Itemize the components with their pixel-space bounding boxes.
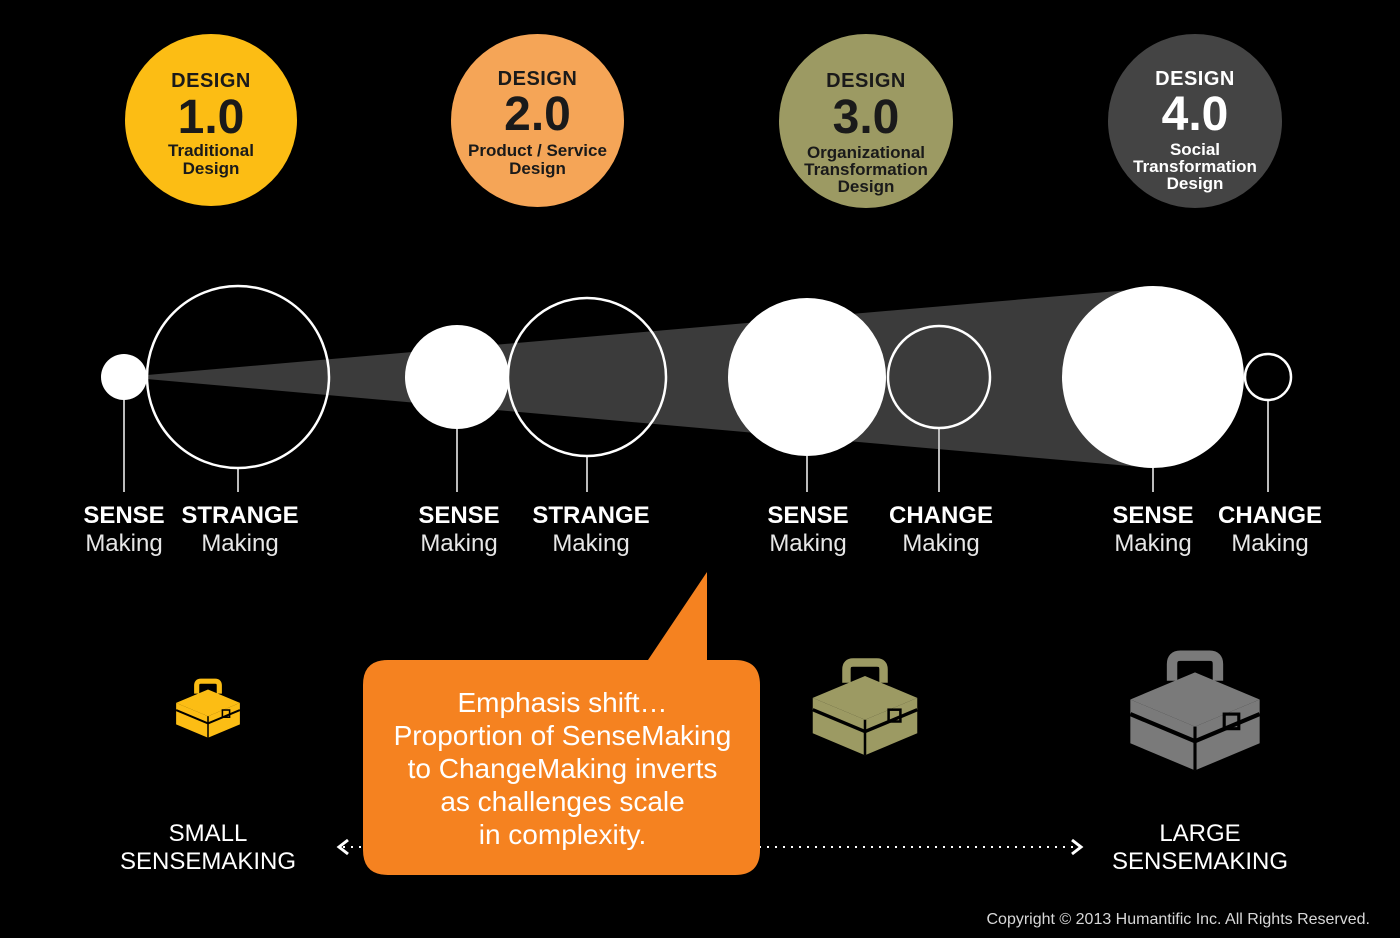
large-label-line2: SENSEMAKING (1111, 848, 1289, 875)
badge-version: 4.0 (1161, 88, 1229, 141)
design-badge-4: DESIGN 4.0 Social Transformation Design (1108, 34, 1282, 208)
circle-label-8: CHANGE Making (1205, 502, 1335, 558)
label-bold: STRANGE (532, 502, 650, 529)
callout-line-4: as challenges scale (440, 786, 685, 817)
label-light: Making (552, 530, 630, 557)
callout-line-2: Proportion of SenseMaking (393, 720, 732, 751)
circle-label-7: SENSE Making (1093, 502, 1213, 558)
sense-circle-2 (405, 325, 509, 429)
callout-text: Emphasis shift… Proportion of SenseMakin… (370, 686, 755, 851)
circle-label-3: SENSE Making (399, 502, 519, 558)
label-light: Making (201, 530, 279, 557)
badge-desc-line2: Design (509, 159, 566, 178)
badge-desc-line2: Transformation (1133, 157, 1257, 176)
label-bold: CHANGE (888, 502, 993, 529)
strange-circle-1 (145, 284, 331, 470)
copyright-notice: Copyright © 2013 Humantific Inc. All Rig… (986, 911, 1370, 928)
growth-wedge (124, 288, 1152, 468)
callout-line-1: Emphasis shift… (457, 687, 668, 718)
small-sensemaking-label: SMALL SENSEMAKING (108, 820, 308, 876)
badge-kicker: DESIGN (1155, 68, 1235, 90)
badge-version: 1.0 (177, 91, 245, 144)
badge-kicker: DESIGN (171, 70, 251, 92)
scale-arrow-left-head (336, 838, 349, 856)
label-bold: SENSE (1112, 502, 1194, 529)
badge-desc-line1: Organizational (806, 143, 926, 162)
badge-desc-line1: Traditional (168, 141, 254, 160)
badge-kicker: DESIGN (826, 70, 906, 92)
circle-label-5: SENSE Making (748, 502, 868, 558)
circle-label-4: STRANGE Making (526, 502, 656, 558)
badge-desc-line3: Design (1166, 174, 1224, 193)
circle-label-1: SENSE Making (64, 502, 184, 558)
large-toolbox-icon (1129, 650, 1261, 771)
callout-line-5: in complexity. (478, 819, 647, 850)
label-bold: STRANGE (181, 502, 299, 529)
change-circle-3 (886, 324, 992, 430)
sense-circle-1 (101, 354, 147, 400)
callout-bubble (363, 572, 760, 875)
badge-version: 3.0 (832, 91, 900, 144)
scale-arrow-right-head (1071, 838, 1084, 856)
badge-desc-line3: Design (837, 177, 895, 196)
medium-toolbox-icon (812, 658, 918, 756)
design-badge-2: DESIGN 2.0 Product / Service Design (451, 34, 624, 207)
label-light: Making (769, 530, 847, 557)
sense-circle-3 (728, 298, 886, 456)
badge-desc-line1: Product / Service (468, 141, 607, 160)
circle-label-2: STRANGE Making (175, 502, 305, 558)
label-light: Making (85, 530, 163, 557)
small-label-line2: SENSEMAKING (119, 848, 297, 875)
badge-kicker: DESIGN (497, 68, 578, 90)
badge-desc-line1: Social (1169, 140, 1221, 159)
callout-line-3: to ChangeMaking inverts (407, 753, 718, 784)
label-light: Making (902, 530, 980, 557)
small-label-line1: SMALL (168, 820, 248, 847)
label-bold: SENSE (767, 502, 849, 529)
circle-label-6: CHANGE Making (876, 502, 1006, 558)
label-bold: SENSE (418, 502, 500, 529)
label-bold: CHANGE (1217, 502, 1322, 529)
large-label-line1: LARGE (1159, 820, 1241, 847)
label-light: Making (420, 530, 498, 557)
small-toolbox-icon (175, 678, 241, 738)
sense-circle-4 (1062, 286, 1244, 468)
label-light: Making (1114, 530, 1192, 557)
badge-version: 2.0 (504, 88, 571, 141)
large-sensemaking-label: LARGE SENSEMAKING (1100, 820, 1300, 876)
design-badge-1: DESIGN 1.0 Traditional Design (125, 34, 297, 206)
change-circle-4 (1243, 352, 1293, 402)
label-bold: SENSE (83, 502, 165, 529)
badge-desc-line2: Design (182, 159, 240, 178)
label-light: Making (1231, 530, 1309, 557)
badge-desc-line2: Transformation (804, 160, 928, 179)
strange-circle-2 (506, 296, 668, 458)
design-badge-3: DESIGN 3.0 Organizational Transformation… (779, 34, 953, 208)
